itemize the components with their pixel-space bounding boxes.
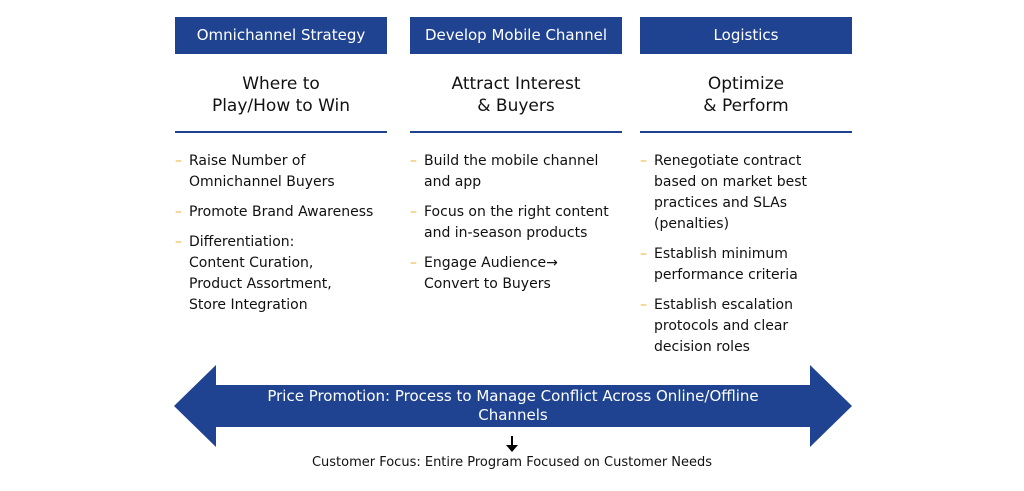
list-item-text: Renegotiate contract based on market bes… [654,153,808,232]
list-item-text: Focus on the right content and in-season… [424,204,609,241]
dash-marker: – [175,204,182,220]
list-item: –Raise Number of Omnichannel Buyers [175,151,387,193]
dash-marker: – [410,153,417,169]
dash-marker: – [640,246,647,262]
column-subtitle: Optimize & Perform [703,74,789,116]
column-header: Logistics [640,17,852,54]
list-item-text: Establish escalation protocols and clear… [654,297,793,355]
list-item-text: Differentiation: Content Curation, Produ… [189,234,332,313]
divider [410,131,622,133]
list-item: –Renegotiate contract based on market be… [640,151,852,235]
column-header: Omnichannel Strategy [175,17,387,54]
column-omnichannel-strategy: Omnichannel Strategy Where to Play/How t… [175,17,387,325]
banner-text: Price Promotion: Process to Manage Confl… [267,387,759,443]
list-item-text: Promote Brand Awareness [189,204,374,220]
dash-marker: – [640,297,647,313]
down-arrow-icon [505,436,519,456]
divider [175,131,387,133]
bullet-list: –Build the mobile channel and app –Focus… [410,151,622,295]
divider [640,131,852,133]
bullet-list: –Raise Number of Omnichannel Buyers –Pro… [175,151,387,316]
dash-marker: – [640,153,647,169]
price-promotion-banner: Price Promotion: Process to Manage Confl… [174,365,852,447]
list-item-text: Raise Number of Omnichannel Buyers [189,153,335,190]
dash-marker: – [175,153,182,169]
list-item: –Focus on the right content and in-seaso… [410,202,622,244]
column-header: Develop Mobile Channel [410,17,622,54]
list-item: –Differentiation: Content Curation, Prod… [175,232,387,316]
list-item-text: Build the mobile channel and app [424,153,599,190]
list-item-text: Engage Audience→ Convert to Buyers [424,255,558,292]
list-item-text: Establish minimum performance criteria [654,246,798,283]
column-develop-mobile-channel: Develop Mobile Channel Attract Interest … [410,17,622,304]
list-item: –Establish escalation protocols and clea… [640,295,852,358]
dash-marker: – [410,255,417,271]
list-item: –Promote Brand Awareness [175,202,387,223]
bullet-list: –Renegotiate contract based on market be… [640,151,852,358]
dash-marker: – [410,204,417,220]
list-item: –Engage Audience→ Convert to Buyers [410,253,622,295]
customer-focus-caption: Customer Focus: Entire Program Focused o… [311,455,713,470]
column-subtitle: Attract Interest & Buyers [451,74,581,116]
dash-marker: – [175,234,182,250]
double-headed-arrow-icon [174,365,852,447]
column-logistics: Logistics Optimize & Perform –Renegotiat… [640,17,852,367]
list-item: –Build the mobile channel and app [410,151,622,193]
column-subtitle: Where to Play/How to Win [211,74,351,116]
list-item: –Establish minimum performance criteria [640,244,852,286]
